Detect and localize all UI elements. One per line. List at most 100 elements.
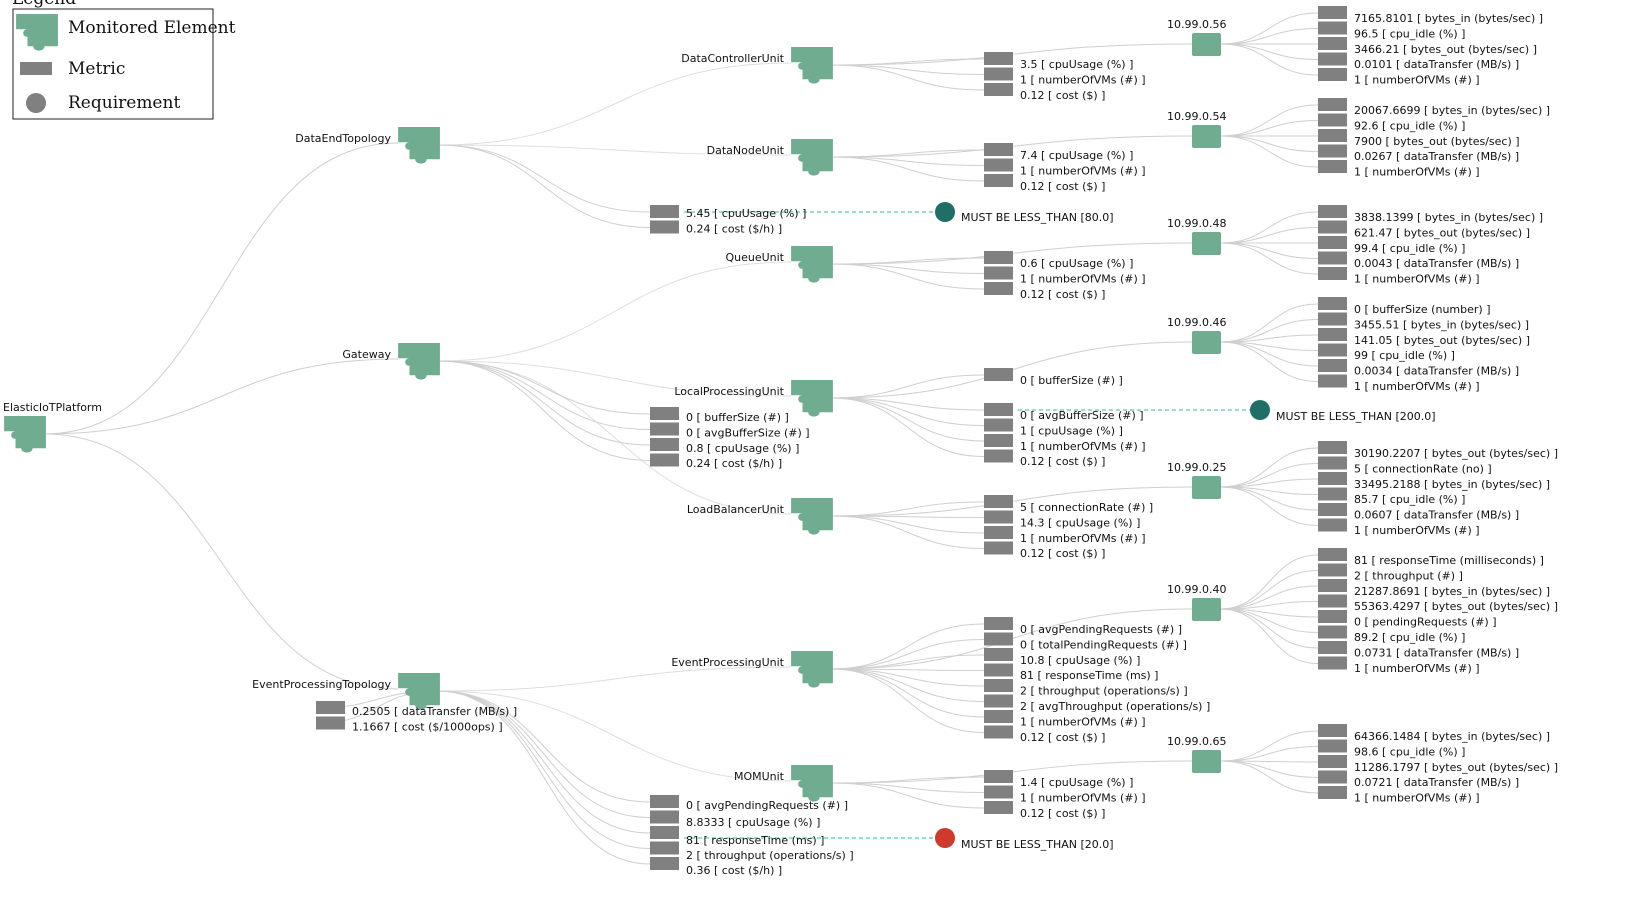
metric-block[interactable] bbox=[1318, 68, 1347, 81]
metric-block[interactable] bbox=[1318, 739, 1347, 753]
metric-block[interactable] bbox=[984, 403, 1013, 416]
metric-block[interactable] bbox=[1318, 52, 1347, 66]
metric-block[interactable] bbox=[1318, 579, 1347, 592]
metric-block[interactable] bbox=[1318, 220, 1347, 234]
metric-block[interactable] bbox=[1318, 160, 1347, 173]
metric-block[interactable] bbox=[1318, 359, 1347, 372]
vm-node-vm46[interactable] bbox=[1192, 331, 1221, 354]
metric-block[interactable] bbox=[984, 725, 1013, 739]
metric-block[interactable] bbox=[1318, 113, 1347, 127]
metric-block[interactable] bbox=[984, 449, 1013, 463]
element-qu-icon[interactable] bbox=[791, 246, 833, 283]
metric-block[interactable] bbox=[984, 143, 1013, 156]
metric-block[interactable] bbox=[984, 710, 1013, 723]
vm-node-vm40[interactable] bbox=[1192, 598, 1221, 621]
metric-block[interactable] bbox=[1318, 328, 1347, 341]
metric-block[interactable] bbox=[316, 701, 345, 714]
metric-block[interactable] bbox=[984, 648, 1013, 661]
element-dnu-icon[interactable] bbox=[791, 139, 833, 176]
metric-block[interactable] bbox=[1318, 312, 1347, 326]
requirement-ok-icon[interactable] bbox=[935, 202, 955, 222]
metric-block[interactable] bbox=[1318, 487, 1347, 501]
metric-block[interactable] bbox=[1318, 518, 1347, 532]
metric-block[interactable] bbox=[984, 368, 1013, 381]
metric-block[interactable] bbox=[1318, 251, 1347, 265]
metric-block[interactable] bbox=[984, 770, 1013, 783]
vm-node-vm25[interactable] bbox=[1192, 476, 1221, 499]
metric-block[interactable] bbox=[1318, 755, 1347, 768]
metric-block[interactable] bbox=[1318, 205, 1347, 218]
metric-block[interactable] bbox=[984, 282, 1013, 295]
element-lbu-icon[interactable] bbox=[791, 498, 833, 535]
metric-block[interactable] bbox=[1318, 441, 1347, 454]
metric-block[interactable] bbox=[650, 826, 679, 839]
metric-block[interactable] bbox=[1318, 548, 1347, 561]
metric-block[interactable] bbox=[1318, 37, 1347, 50]
metric-block[interactable] bbox=[1318, 503, 1347, 516]
metric-block[interactable] bbox=[1318, 456, 1347, 470]
metric-block[interactable] bbox=[984, 434, 1013, 447]
metric-block[interactable] bbox=[984, 801, 1013, 814]
metric-block[interactable] bbox=[1318, 656, 1347, 670]
metric-block[interactable] bbox=[984, 785, 1013, 799]
metric-block[interactable] bbox=[1318, 236, 1347, 249]
metric-block[interactable] bbox=[1318, 563, 1347, 577]
metric-block[interactable] bbox=[984, 158, 1013, 172]
element-root-icon[interactable] bbox=[4, 416, 46, 453]
metric-block[interactable] bbox=[650, 795, 679, 808]
metric-block[interactable] bbox=[1318, 374, 1347, 388]
element-lpu-icon[interactable] bbox=[791, 380, 833, 417]
metric-block[interactable] bbox=[984, 617, 1013, 630]
metric-block[interactable] bbox=[650, 810, 679, 824]
metric-block[interactable] bbox=[1318, 6, 1347, 19]
vm-node-vm65[interactable] bbox=[1192, 750, 1221, 773]
metric-block[interactable] bbox=[984, 83, 1013, 96]
metric-block[interactable] bbox=[650, 422, 679, 436]
metric-block[interactable] bbox=[984, 266, 1013, 280]
metric-block[interactable] bbox=[984, 541, 1013, 555]
metric-block[interactable] bbox=[650, 407, 679, 420]
metric-block[interactable] bbox=[1318, 610, 1347, 623]
metric-block[interactable] bbox=[1318, 129, 1347, 142]
metric-block[interactable] bbox=[984, 174, 1013, 187]
element-det-icon[interactable] bbox=[398, 127, 440, 164]
metric-block[interactable] bbox=[984, 52, 1013, 65]
metric-block[interactable] bbox=[984, 663, 1013, 677]
metric-block[interactable] bbox=[1318, 786, 1347, 799]
metric-block[interactable] bbox=[984, 67, 1013, 81]
metric-block[interactable] bbox=[1318, 770, 1347, 784]
requirement-violated-icon[interactable] bbox=[935, 828, 955, 848]
metric-block[interactable] bbox=[1318, 724, 1347, 737]
metric-block[interactable] bbox=[1318, 267, 1347, 280]
element-gw-icon[interactable] bbox=[398, 343, 440, 380]
metric-block[interactable] bbox=[1318, 594, 1347, 608]
metric-block[interactable] bbox=[984, 510, 1013, 524]
element-epu-icon[interactable] bbox=[791, 651, 833, 688]
metric-block[interactable] bbox=[984, 679, 1013, 692]
metric-block[interactable] bbox=[316, 716, 345, 730]
metric-block[interactable] bbox=[1318, 625, 1347, 639]
metric-block[interactable] bbox=[984, 495, 1013, 508]
metric-block[interactable] bbox=[650, 841, 679, 855]
metric-block[interactable] bbox=[650, 453, 679, 467]
metric-block[interactable] bbox=[1318, 98, 1347, 111]
metric-block[interactable] bbox=[650, 220, 679, 234]
metric-block[interactable] bbox=[984, 418, 1013, 432]
metric-block[interactable] bbox=[1318, 472, 1347, 485]
metric-block[interactable] bbox=[984, 526, 1013, 539]
element-dcu-icon[interactable] bbox=[791, 47, 833, 84]
metric-block[interactable] bbox=[984, 632, 1013, 646]
metric-block[interactable] bbox=[1318, 21, 1347, 35]
element-mom-icon[interactable] bbox=[791, 765, 833, 802]
metric-block[interactable] bbox=[984, 694, 1013, 708]
metric-block[interactable] bbox=[984, 251, 1013, 264]
metric-block[interactable] bbox=[1318, 641, 1347, 654]
metric-block[interactable] bbox=[1318, 297, 1347, 310]
requirement-ok-icon[interactable] bbox=[1250, 400, 1270, 420]
metric-block[interactable] bbox=[650, 438, 679, 451]
vm-node-vm48[interactable] bbox=[1192, 232, 1221, 255]
metric-block[interactable] bbox=[1318, 144, 1347, 158]
vm-node-vm56[interactable] bbox=[1192, 33, 1221, 56]
metric-block[interactable] bbox=[1318, 343, 1347, 357]
vm-node-vm54[interactable] bbox=[1192, 125, 1221, 148]
